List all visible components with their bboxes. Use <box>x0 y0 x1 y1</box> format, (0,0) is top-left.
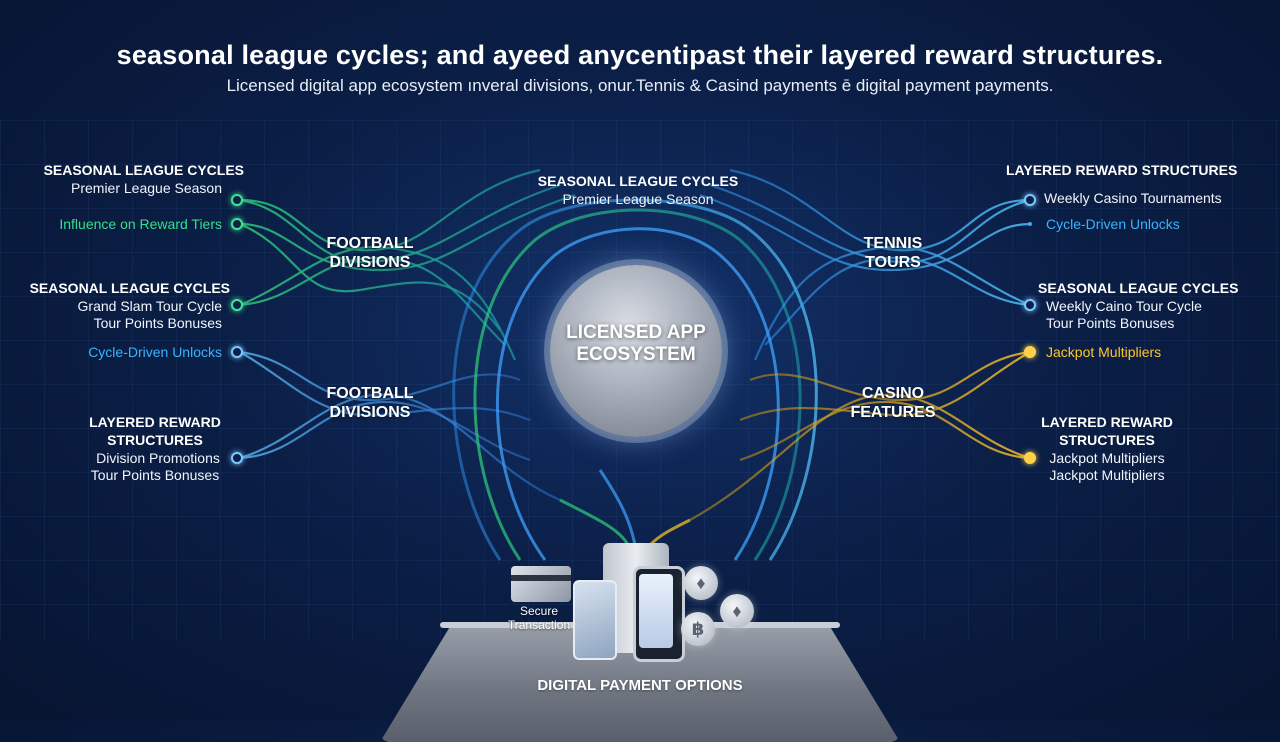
right-dot-1 <box>1024 194 1036 206</box>
football-bottom-ribbon <box>239 350 561 502</box>
casino-features-node: CASINO FEATURES <box>850 385 936 421</box>
tennis-ribbon <box>699 168 1031 361</box>
digital-payment-options-label: DIGITAL PAYMENT OPTIONS <box>537 677 743 694</box>
right-block2-heading: SEASONAL LEAGUE CYCLES <box>1038 280 1239 296</box>
right-block1-heading: LAYERED REWARD STRUCTURES <box>1006 162 1238 178</box>
ecosystem-hub <box>550 265 722 437</box>
center-top-heading: SEASONAL LEAGUE CYCLES <box>537 173 739 189</box>
flow-ribbons <box>239 168 1031 561</box>
left-dot-3 <box>231 299 243 311</box>
right-block3-heading1: LAYERED REWARD <box>1041 414 1173 430</box>
left-dot-5 <box>231 452 243 464</box>
ethereum-coin-icon: ♦ <box>684 566 718 600</box>
secure-line1: Secure <box>519 604 559 618</box>
payment-streams <box>559 469 691 547</box>
left-block1-line: Premier League Season <box>71 180 222 196</box>
right-jackpot-label: Jackpot Multipliers <box>1046 344 1162 360</box>
football-divisions-node-bottom: FOOTBALL DIVISIONS <box>326 385 414 421</box>
right-dot-2 <box>1028 222 1032 226</box>
right-block3-line1: Jackpot Multipliers <box>1049 450 1165 466</box>
right-dot-3 <box>1024 299 1036 311</box>
secure-transaction-label: Secure Transaction <box>494 604 584 632</box>
hub-label: LICENSED APP ECOSYSTEM <box>566 322 706 365</box>
left-block2-line2: Tour Points Bonuses <box>93 315 222 331</box>
right-block2-line2: Tour Points Bonuses <box>1046 315 1175 331</box>
right-dot-5 <box>1024 452 1036 464</box>
central-arch <box>452 198 818 561</box>
right-cycle-label: Cycle-Driven Unlocks <box>1046 216 1180 232</box>
casino-ribbon <box>689 350 1031 521</box>
left-influence-label: Influence on Reward Tiers <box>59 216 222 232</box>
left-dot-4 <box>231 346 243 358</box>
tablet-icon <box>573 580 617 660</box>
right-block1-line: Weekly Casino Tournaments <box>1044 190 1222 206</box>
football-divisions-node-top: FOOTBALL DIVISIONS <box>326 235 414 271</box>
left-block2-line1: Grand Slam Tour Cycle <box>77 298 222 314</box>
page-title: seasonal league cycles; and ayeed anycen… <box>116 40 1164 70</box>
right-block2-line1: Weekly Caino Tour Cycle <box>1046 298 1202 314</box>
left-dot-1 <box>231 194 243 206</box>
left-dot-2 <box>231 218 243 230</box>
left-block3-heading2: STRUCTURES <box>107 432 203 448</box>
left-block3-heading1: LAYERED REWARD <box>89 414 221 430</box>
left-block3-line1: Division Promotions <box>96 450 220 466</box>
left-block3-line2: Tour Points Bonuses <box>90 467 220 483</box>
left-cycle-label: Cycle-Driven Unlocks <box>88 344 222 360</box>
center-top-sub: Premier League Season <box>562 191 714 207</box>
tennis-tours-node: TENNIS TOURS <box>863 235 923 271</box>
secure-line2: Transaction <box>507 618 571 632</box>
left-block2-heading: SEASONAL LEAGUE CYCLES <box>29 280 230 296</box>
credit-card-icon <box>511 566 571 602</box>
right-block3-line2: Jackpot Multipliers <box>1049 467 1165 483</box>
ethereum-coin-icon-2: ♦ <box>720 594 754 628</box>
right-block3-heading2: STRUCTURES <box>1059 432 1155 448</box>
page-subtitle: Licensed digital app ecosystem ınveral d… <box>226 76 1054 95</box>
right-dot-4 <box>1024 346 1036 358</box>
smartphone-screen <box>639 574 673 648</box>
card-stripe <box>511 575 571 581</box>
left-block1-heading: SEASONAL LEAGUE CYCLES <box>43 162 244 178</box>
bitcoin-coin-icon: ฿ <box>681 612 715 646</box>
